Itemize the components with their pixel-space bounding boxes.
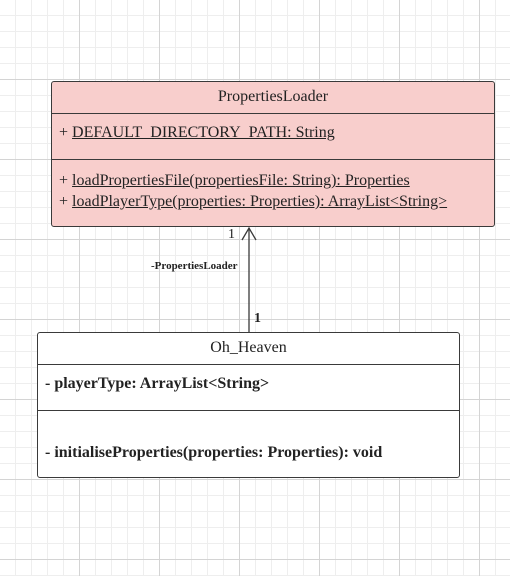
operation-initialise-properties: - initialiseProperties(properties: Prope… — [45, 444, 459, 462]
attribute-default-directory-path: + DEFAULT_DIRECTORY_PATH: String — [59, 124, 494, 142]
visibility-marker: - — [45, 375, 51, 392]
multiplicity-target: 1 — [254, 311, 261, 326]
operations-compartment: - initialiseProperties(properties: Prope… — [38, 411, 459, 462]
arrowhead — [241, 226, 257, 241]
attribute-text: DEFAULT_DIRECTORY_PATH: String — [72, 124, 335, 141]
attribute-text: playerType: ArrayList<String> — [54, 375, 270, 392]
visibility-marker: + — [59, 172, 69, 189]
class-name: Oh_Heaven — [38, 333, 459, 365]
class-name: PropertiesLoader — [52, 82, 494, 114]
operation-text: loadPlayerType(properties: Properties): … — [72, 193, 448, 210]
multiplicity-source: 1 — [228, 227, 235, 242]
operation-load-properties-file: + loadPropertiesFile(propertiesFile: Str… — [59, 170, 494, 191]
role-label: -PropertiesLoader — [151, 260, 238, 272]
visibility-marker: + — [59, 193, 69, 210]
visibility-marker: - — [45, 444, 51, 461]
operations-compartment: + loadPropertiesFile(propertiesFile: Str… — [52, 160, 494, 212]
attributes-compartment: - playerType: ArrayList<String> — [38, 365, 459, 411]
attribute-player-type: - playerType: ArrayList<String> — [45, 375, 459, 393]
class-oh-heaven[interactable]: Oh_Heaven - playerType: ArrayList<String… — [37, 332, 460, 478]
visibility-marker: + — [59, 124, 69, 141]
operation-text: loadPropertiesFile(propertiesFile: Strin… — [72, 172, 410, 189]
attributes-compartment: + DEFAULT_DIRECTORY_PATH: String — [52, 114, 494, 160]
operation-load-player-type: + loadPlayerType(properties: Properties)… — [59, 191, 494, 212]
operation-text: initialiseProperties(properties: Propert… — [54, 444, 383, 461]
class-properties-loader[interactable]: PropertiesLoader + DEFAULT_DIRECTORY_PAT… — [51, 81, 495, 227]
